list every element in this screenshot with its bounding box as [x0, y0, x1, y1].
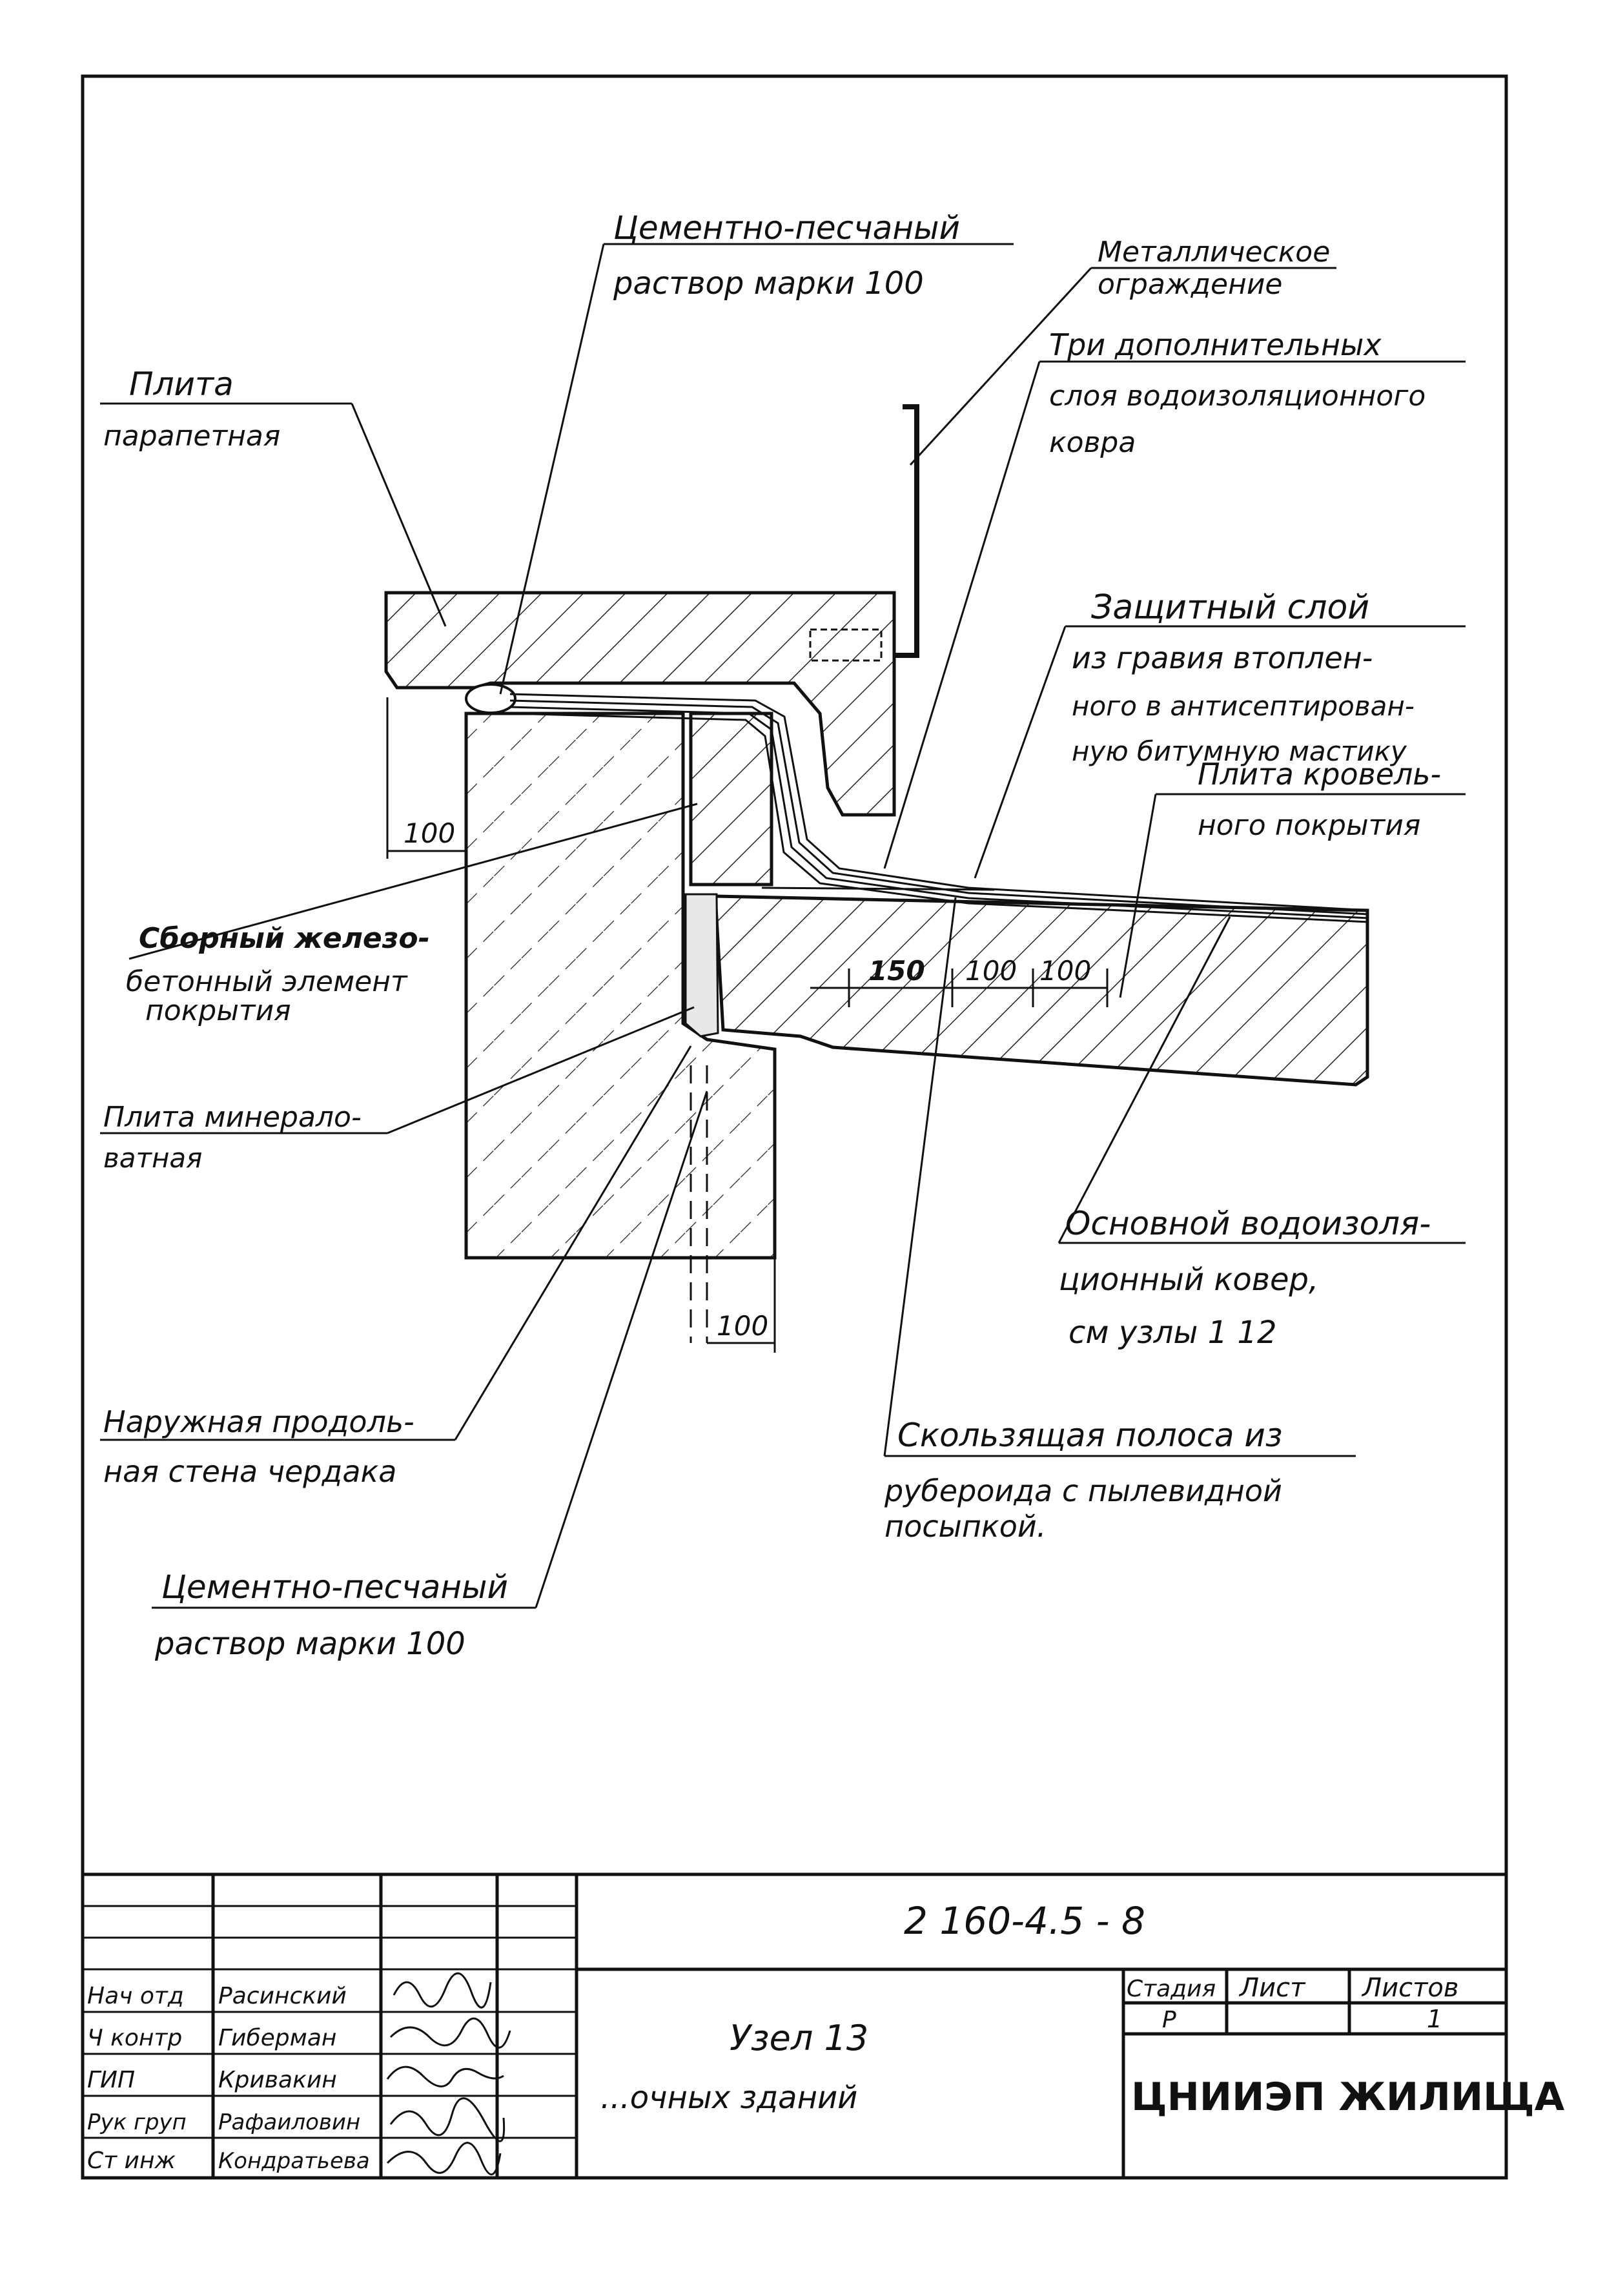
label-three-layers-3: ковра: [1049, 426, 1136, 459]
label-sliding-strip-2: рубероида с пылевидной: [884, 1473, 1282, 1508]
dim-150: 150: [868, 955, 925, 987]
label-protective-layer-4: ную битумную мастику: [1072, 735, 1407, 767]
label-mineral-wool-2: ватная: [103, 1142, 202, 1174]
sheets-header: Листов: [1361, 1973, 1458, 2003]
label-three-layers-1: Три дополнительных: [1049, 327, 1382, 362]
label-metal-railing-1: Металлическое: [1098, 236, 1330, 269]
staff-name: Рафаиловин: [218, 2109, 360, 2135]
doc-number: 2 160-4.5 - 8: [904, 1899, 1145, 1943]
sheet-header: Лист: [1238, 1973, 1306, 2003]
metal-railing: [894, 404, 919, 658]
label-main-carpet-3: см узлы 1 12: [1068, 1315, 1277, 1351]
label-parapet-slab-2: парапетная: [103, 420, 280, 453]
dimension-lines: [386, 697, 1109, 1353]
signature: [393, 1972, 492, 2009]
parapet-slab: [384, 591, 896, 817]
signature: [386, 2065, 504, 2087]
signatures: [386, 1972, 511, 2175]
mortar-bead: [465, 683, 516, 714]
label-sliding-strip-3: посыпкой.: [884, 1509, 1046, 1544]
staff-role: ГИП: [87, 2067, 135, 2093]
label-protective-layer-1: Защитный слой: [1091, 588, 1369, 627]
sheets-value: 1: [1427, 2005, 1442, 2033]
dim-100-a: 100: [965, 955, 1017, 987]
label-precast-element-3: покрытия: [145, 994, 291, 1027]
mineral-wool: [684, 893, 719, 1038]
stage-header: Стадия: [1127, 1976, 1216, 2002]
label-outer-wall-1: Наружная продоль-: [103, 1404, 414, 1439]
drawing-title-2: ...очных зданий: [600, 2080, 857, 2116]
label-roof-slab-1: Плита кровель-: [1198, 757, 1441, 792]
label-cement-mortar-bottom-1: Цементно-песчаный: [161, 1568, 508, 1606]
callouts: Цементно-песчаный раствор марки 100 Мета…: [103, 209, 1441, 1662]
staff-name: Гиберман: [218, 2025, 336, 2051]
label-protective-layer-3: ного в антисептирован-: [1072, 690, 1415, 722]
stage-value: Р: [1162, 2007, 1176, 2033]
leader-lines: [100, 243, 1466, 1609]
staff-name: Расинский: [218, 1983, 347, 2009]
organization-name: ЦНИИЭП ЖИЛИЩА: [1131, 2075, 1565, 2120]
label-cement-mortar-top-1: Цементно-песчаный: [613, 209, 960, 247]
label-cement-mortar-top-2: раствор марки 100: [613, 265, 924, 302]
label-cement-mortar-bottom-2: раствор марки 100: [154, 1626, 465, 1662]
label-three-layers-2: слоя водоизоляционного: [1049, 380, 1426, 413]
signature: [389, 2017, 511, 2049]
drawing-title-1: Узел 13: [730, 2018, 868, 2058]
label-parapet-slab-1: Плита: [129, 365, 234, 403]
label-mineral-wool-1: Плита минерало-: [103, 1101, 362, 1134]
label-roof-slab-2: ного покрытия: [1198, 809, 1420, 842]
sheet-frame: [81, 74, 1508, 2180]
label-sliding-strip-1: Скользящая полоса из: [897, 1417, 1282, 1454]
title-block: [83, 1872, 1506, 2178]
label-metal-railing-2: ограждение: [1098, 268, 1283, 301]
waterproofing-layers: [509, 693, 1369, 923]
signature: [386, 2142, 502, 2175]
dim-100-left: 100: [404, 817, 455, 849]
staff-role: Рук груп: [87, 2109, 187, 2135]
staff-role: Ст инж: [87, 2147, 176, 2174]
railing-anchor: [809, 628, 883, 662]
dim-100-b: 100: [1039, 955, 1091, 987]
precast-element: [689, 712, 773, 887]
staff-name: Кривакин: [218, 2067, 337, 2093]
label-precast-element-1: Сборный железо-: [139, 922, 430, 955]
dim-100-bottom: 100: [717, 1310, 768, 1342]
staff-role: Нач отд: [87, 1983, 184, 2009]
staff-role: Ч контр: [87, 2025, 182, 2051]
label-main-carpet-1: Основной водоизоля-: [1065, 1205, 1431, 1242]
label-precast-element-2: бетонный элемент: [126, 965, 408, 998]
signature: [389, 2097, 506, 2142]
staff-rows: Нач отд Расинский Ч контр Гиберман ГИП К…: [87, 1983, 370, 2174]
label-protective-layer-2: из гравия втоплен-: [1072, 641, 1373, 675]
staff-name: Кондратьева: [218, 2148, 370, 2174]
label-main-carpet-2: ционный ковер,: [1059, 1262, 1318, 1298]
roof-slab: [713, 894, 1369, 1087]
label-outer-wall-2: ная стена чердака: [103, 1454, 396, 1489]
